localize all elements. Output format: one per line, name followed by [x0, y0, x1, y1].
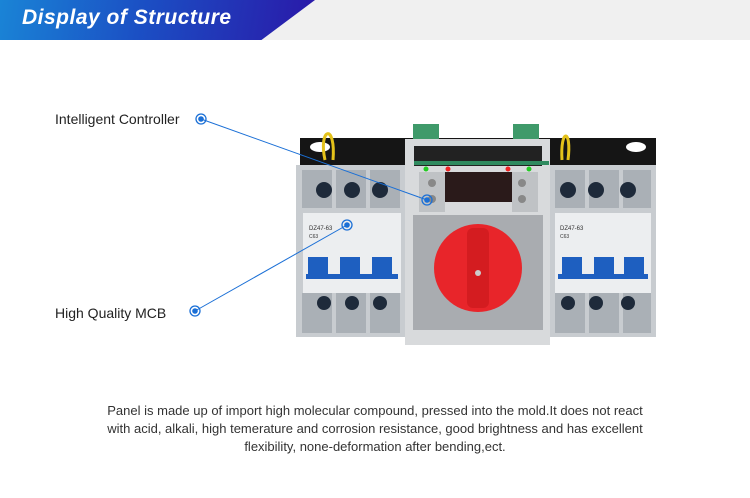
left-breaker-rating: C63: [309, 234, 318, 240]
wire-left: [321, 132, 335, 161]
header-banner: [0, 0, 315, 40]
callout-dot-icon: [341, 219, 353, 231]
terminal-right: [513, 124, 539, 141]
right-breaker-model: DZ47-63: [560, 226, 584, 232]
description: Panel is made up of import high molecula…: [95, 402, 655, 456]
callout-high-quality-mcb: High Quality MCB: [55, 305, 167, 321]
page-title: Display of Structure: [22, 6, 232, 29]
callout-dot-icon: [195, 113, 207, 125]
terminal-left: [413, 124, 439, 141]
callout-intelligent-controller: Intelligent Controller: [55, 111, 180, 127]
center-switch-module: [405, 139, 550, 345]
controller-leader-line: [200, 118, 428, 201]
callout-dot-icon: [421, 194, 433, 206]
left-breaker-module: DZ47-63 C63: [296, 165, 406, 337]
description-line: Panel is made up of import high molecula…: [107, 403, 643, 418]
right-breaker-module: DZ47-63 C63: [550, 165, 656, 337]
callout-dot-icon: [189, 305, 201, 317]
wire-right: [560, 134, 571, 161]
right-breaker-rating: C63: [560, 234, 569, 240]
description-line: with acid, alkali, high temerature and c…: [107, 421, 643, 436]
left-breaker-model: DZ47-63: [309, 226, 333, 232]
description-line: flexibility, none-deformation after bend…: [244, 439, 506, 454]
mcb-leader-line: [194, 224, 348, 312]
